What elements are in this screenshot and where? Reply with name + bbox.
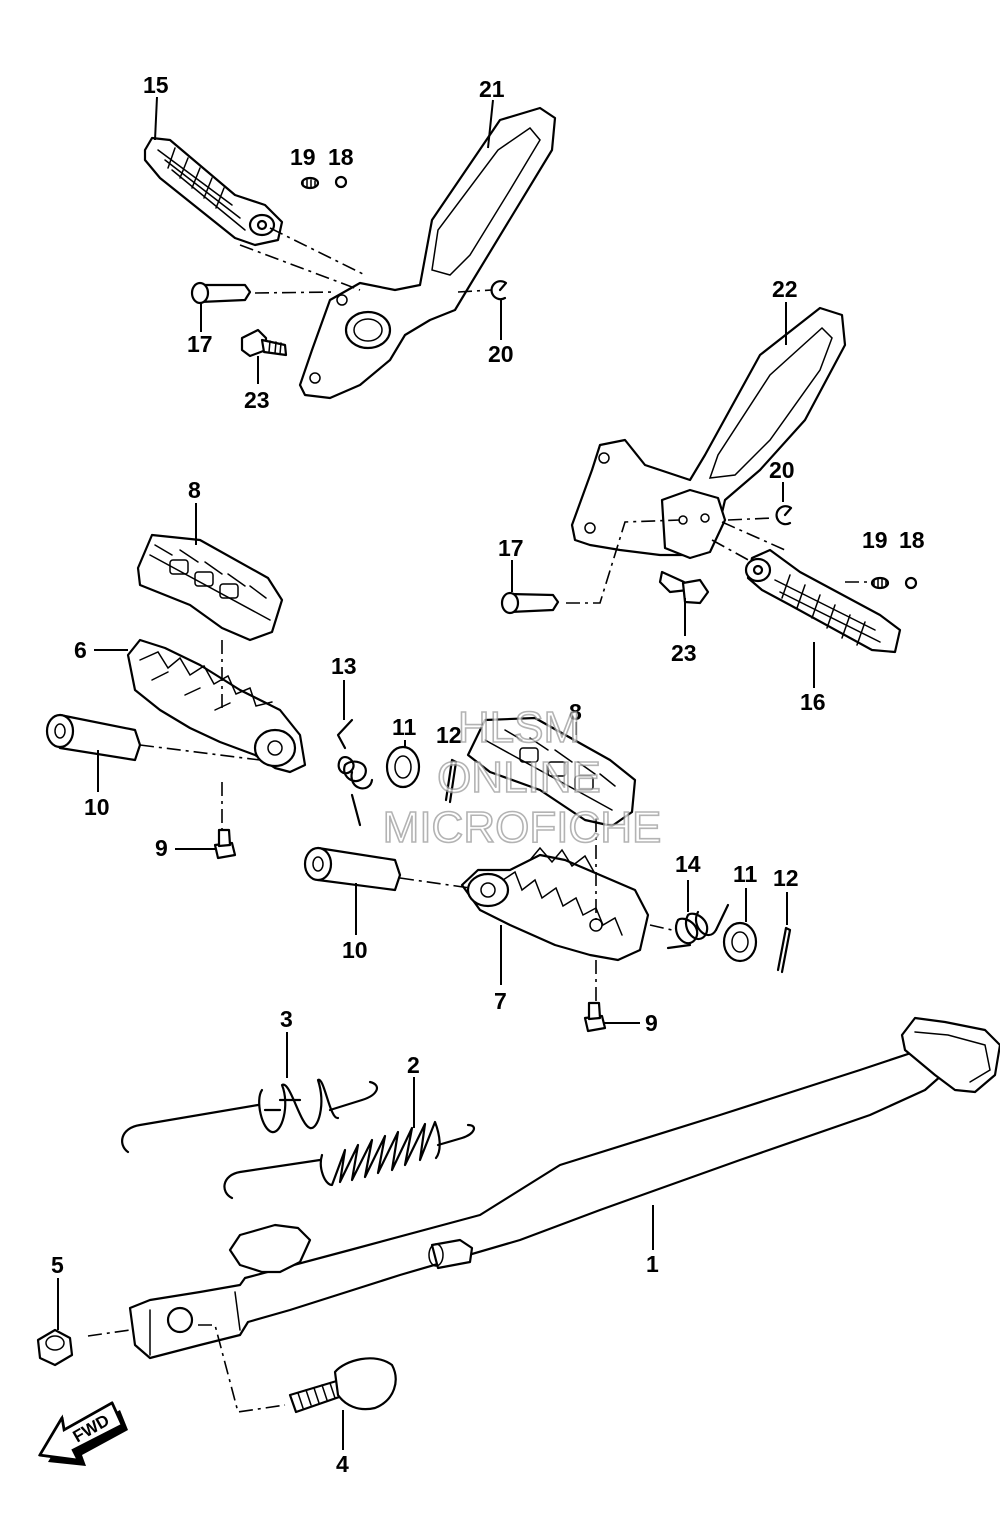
callout-23-right: 23 [671, 640, 697, 666]
footrest-peg-15 [143, 136, 284, 247]
callout-6: 6 [74, 637, 87, 663]
footrest-rubber-8-center [466, 716, 637, 828]
washer-11-right [722, 921, 758, 963]
assembly-line [721, 521, 786, 551]
callout-9-left: 9 [155, 835, 168, 861]
callout-16: 16 [800, 689, 826, 715]
callout-8-left: 8 [188, 477, 201, 503]
assembly-line [399, 877, 471, 889]
assembly-line [649, 924, 673, 931]
callout-23-top: 23 [244, 387, 270, 413]
callout-19-right: 19 [862, 527, 888, 553]
cotter-19-right [870, 576, 890, 590]
pin-10-center [303, 846, 402, 892]
callout-15: 15 [143, 72, 169, 98]
callout-14: 14 [675, 851, 701, 877]
assembly-line [269, 227, 366, 276]
callout-17-top: 17 [187, 331, 213, 357]
callout-5: 5 [51, 1252, 64, 1278]
callout-12-left: 12 [436, 722, 462, 748]
callout-13: 13 [331, 653, 357, 679]
pivot-pin-17-right [500, 591, 560, 615]
callout-10-left: 10 [84, 794, 110, 820]
assembly-line [566, 519, 681, 604]
footrest-6 [126, 638, 307, 774]
watermark-line-2: ONLINE [437, 753, 601, 802]
callout-3: 3 [280, 1006, 293, 1032]
watermark-line-1: HLSM [458, 703, 580, 752]
footrest-peg-16 [744, 548, 902, 654]
callout-20-top: 20 [488, 341, 514, 367]
bolt-9-center [583, 1001, 607, 1033]
rear-footrest-bracket-right [570, 306, 847, 560]
assembly-line [239, 244, 361, 291]
bolt-23-top [240, 328, 288, 358]
callout-7: 7 [494, 988, 507, 1014]
watermark: HLSM ONLINE MICROFICHE [382, 702, 662, 853]
assembly-line [198, 1324, 286, 1413]
footrest-7 [460, 846, 650, 962]
spring-13 [336, 718, 374, 827]
e-clip-20-top [490, 280, 508, 301]
callout-20-right: 20 [769, 457, 795, 483]
callout-10-center: 10 [342, 937, 368, 963]
forward-arrow-icon: FWD [37, 1401, 128, 1466]
cotter-pin-12-right [776, 926, 792, 974]
assembly-line [711, 539, 753, 563]
callout-18-right: 18 [899, 527, 925, 553]
cotter-19-top [300, 176, 320, 190]
callout-18-top: 18 [328, 144, 354, 170]
spring-2 [223, 1120, 476, 1200]
callout-9-center: 9 [645, 1010, 658, 1036]
callout-11-left: 11 [392, 714, 417, 740]
callout-8-center: 8 [569, 699, 582, 725]
callout-12-right: 12 [773, 865, 799, 891]
spring-3 [121, 1078, 379, 1154]
callout-1: 1 [646, 1251, 659, 1277]
bolt-9-left [213, 828, 237, 860]
callout-4: 4 [336, 1451, 349, 1477]
leader-lines [57, 96, 815, 1450]
side-stand-1 [128, 1016, 1000, 1360]
assembly-line [457, 289, 493, 293]
callout-19-top: 19 [290, 144, 316, 170]
watermark-line-3: MICROFICHE [383, 803, 662, 852]
footrest-rubber-8-left [136, 533, 284, 642]
nut-5 [36, 1328, 74, 1367]
cotter-pin-12-left [444, 758, 458, 804]
callout-22: 22 [772, 276, 798, 302]
assembly-line [254, 291, 336, 294]
callout-21: 21 [479, 76, 505, 102]
pivot-bolt-4 [288, 1357, 397, 1414]
rear-footrest-bracket-left [298, 106, 557, 400]
washer-18-top [334, 175, 348, 189]
assembly-line [727, 517, 773, 521]
callout-11-right: 11 [733, 861, 758, 887]
pivot-pin-17-top [190, 281, 252, 305]
assembly-line [87, 1329, 131, 1337]
washer-11-left [385, 745, 421, 789]
washer-18-right [904, 576, 918, 590]
bolt-23-right [658, 570, 710, 605]
e-clip-20-right [775, 505, 793, 526]
assembly-line [139, 744, 261, 761]
callouts: 15 21 19 18 17 20 23 22 20 8 17 19 18 6 … [51, 72, 925, 1477]
callout-17-right: 17 [498, 535, 524, 561]
pin-10-left [45, 713, 142, 762]
callout-2: 2 [407, 1052, 420, 1078]
spring-14 [666, 903, 730, 950]
